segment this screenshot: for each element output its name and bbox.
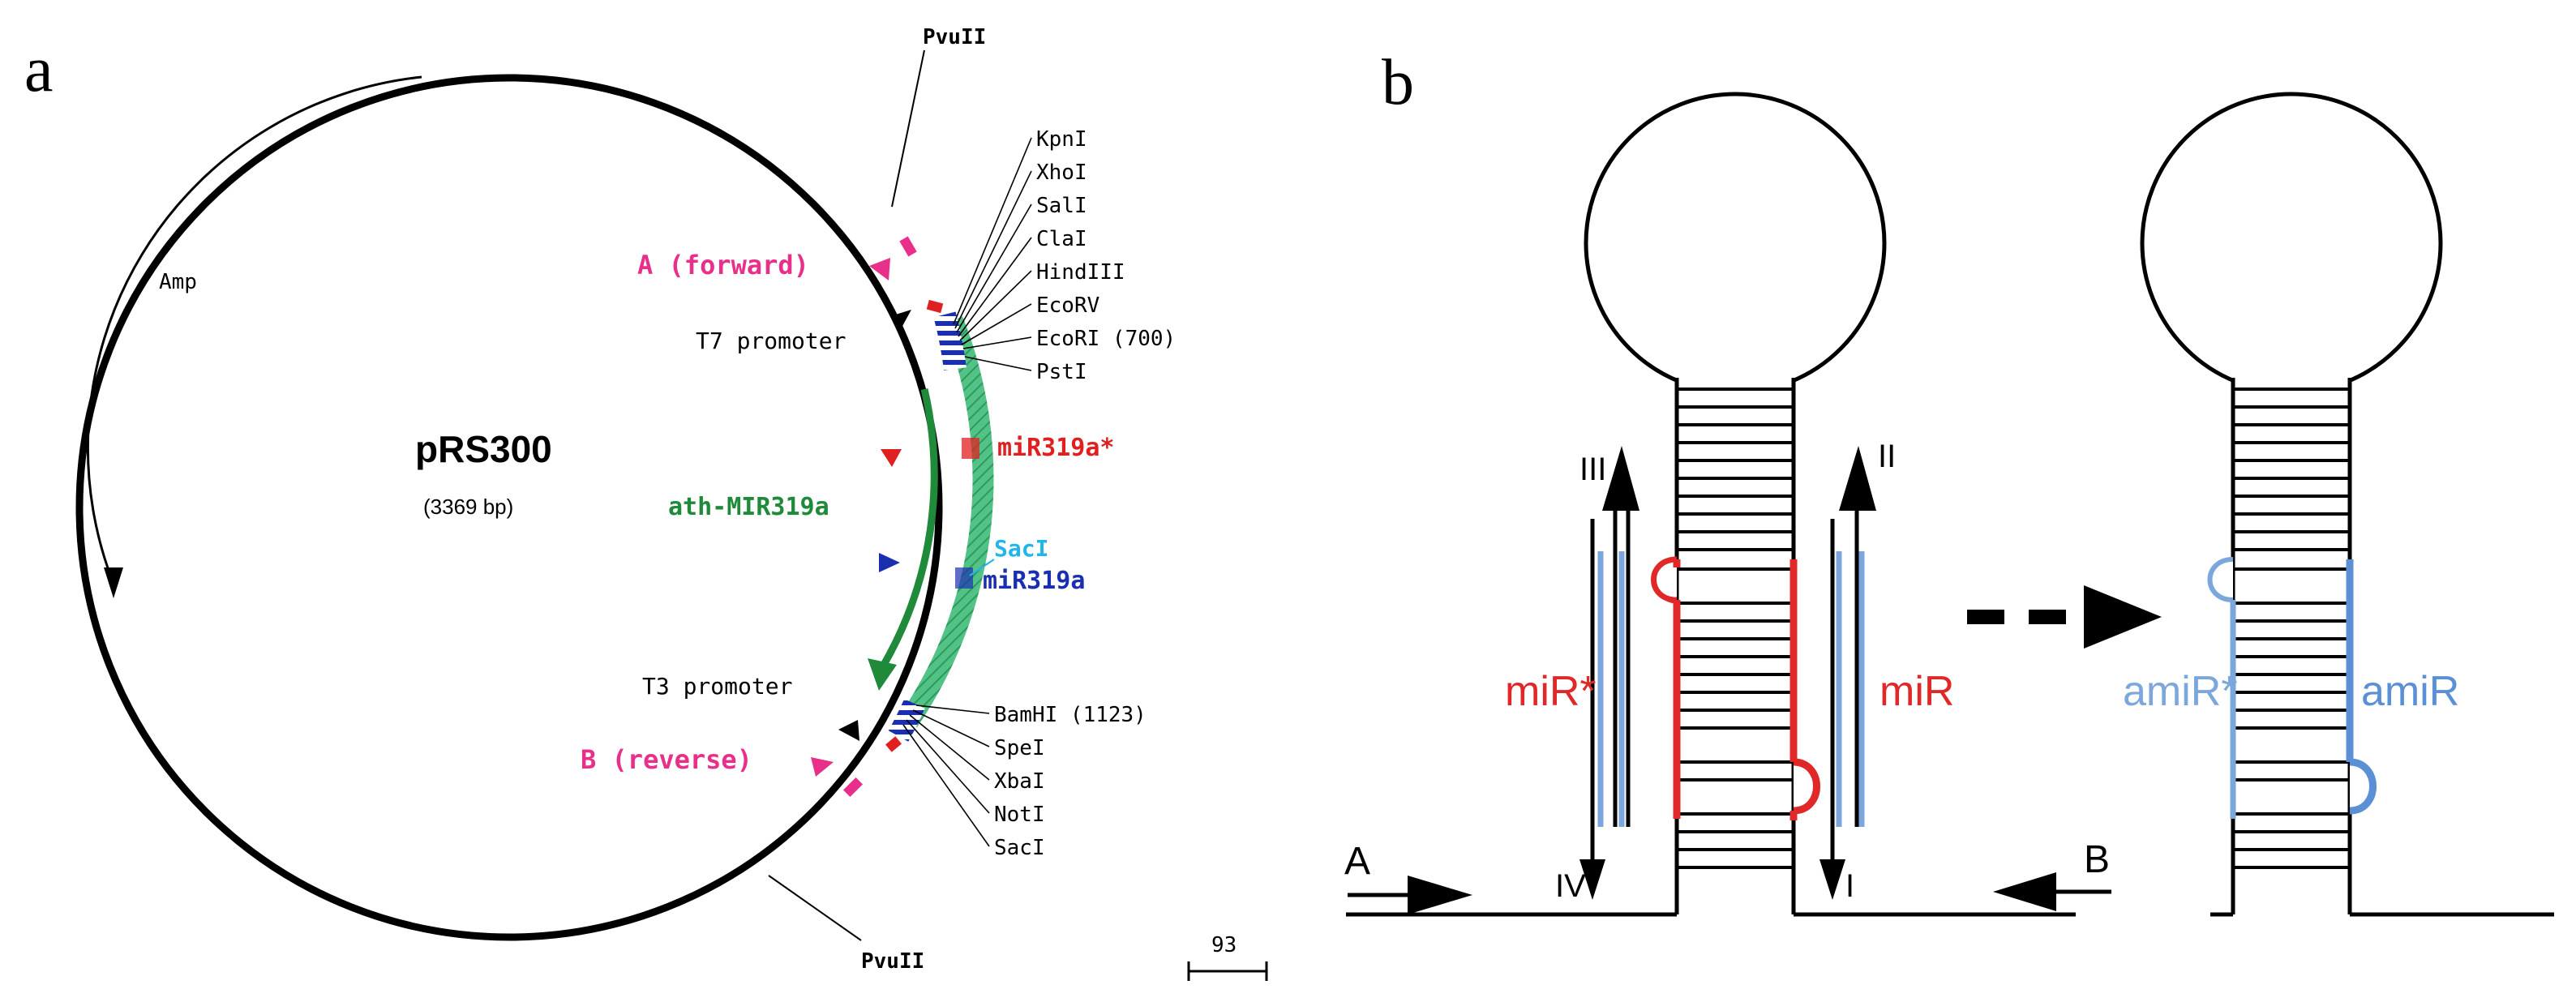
arrow-i-head xyxy=(1819,859,1845,900)
plasmid-backbone xyxy=(75,74,943,941)
t3-arrow xyxy=(838,720,859,741)
plasmid-name: pRS300 xyxy=(415,428,552,470)
mir319a-star-label: miR319a* xyxy=(997,434,1115,462)
scale-bar: 93 xyxy=(1187,933,1268,981)
scale-bar-value: 93 xyxy=(1211,933,1237,957)
mir319a-label: miR319a xyxy=(983,567,1085,595)
label-iv: IV xyxy=(1555,868,1586,904)
site-label: SpeI xyxy=(994,736,1045,760)
site-label: BamHI (1123) xyxy=(994,703,1147,727)
insert-region xyxy=(899,316,994,728)
primer-b-arrow xyxy=(811,757,834,777)
amp-arrowhead xyxy=(104,567,123,598)
site-label: XbaI xyxy=(994,769,1045,794)
precursor-label: ath-MIR319a xyxy=(668,493,829,521)
primer-a-mark xyxy=(899,236,917,257)
primer-a-arrow xyxy=(869,258,890,280)
pvuii-top-line xyxy=(891,49,925,208)
label-i: I xyxy=(1845,868,1854,904)
arrow-iii-head xyxy=(1602,446,1639,511)
primers: III II IV I A B xyxy=(1344,439,2111,914)
amir-label: amiR xyxy=(2361,668,2459,715)
mcs-top-block xyxy=(933,311,967,370)
base-pairs xyxy=(2233,388,2350,869)
pvuii-top-label: PvuII xyxy=(923,25,986,49)
sacI-inner-label: SacI xyxy=(994,535,1048,562)
mir-label: miR xyxy=(1879,668,1954,715)
primer-b-arrow-b xyxy=(1993,872,2056,911)
panel-b: b xyxy=(1344,47,2554,917)
t7-promoter-label: T7 promoter xyxy=(696,328,846,354)
sacI-inner-line xyxy=(969,559,995,576)
conversion-arrow xyxy=(1967,585,2162,649)
primer-a-label-b: A xyxy=(1344,840,1370,883)
site-label: NotI xyxy=(994,803,1045,827)
panel-a: a Amp pRS300 (3369 bp) PvuII PvuII xyxy=(24,25,1268,981)
mir319a-star-patch xyxy=(962,438,979,459)
loop xyxy=(2140,92,2443,395)
precursor-arrowhead xyxy=(868,658,897,691)
primer-b-mark xyxy=(842,777,864,798)
site-label: XhoI xyxy=(1036,161,1087,185)
site-label: EcoRI (700) xyxy=(1036,327,1176,351)
t3-promoter-label: T3 promoter xyxy=(642,673,792,700)
primer-a-arrow-b xyxy=(1408,876,1472,914)
mir-triangle xyxy=(879,553,900,572)
precursor-arc xyxy=(881,388,938,667)
amp-label: Amp xyxy=(159,270,197,294)
site-label: HindIII xyxy=(1036,260,1125,285)
mir-star-label: miR* xyxy=(1505,668,1597,715)
top-sites: KpnI XhoI SalI ClaI HindIII EcoRV EcoRI … xyxy=(953,127,1176,384)
primer-b-label: B (reverse) xyxy=(581,744,752,775)
arrow-iv-head xyxy=(1579,859,1605,900)
pvuii-bottom-label: PvuII xyxy=(861,949,924,974)
base-pairs xyxy=(1677,388,1794,869)
amir-star-label: amiR* xyxy=(2123,668,2238,715)
primer-b-label-b: B xyxy=(2084,838,2110,881)
t7-arrow xyxy=(890,310,911,328)
label-iii: III xyxy=(1579,452,1606,487)
site-label: PstI xyxy=(1036,360,1087,384)
panel-b-label: b xyxy=(1382,47,1414,118)
panel-a-label: a xyxy=(24,34,54,105)
mir-star-triangle xyxy=(881,449,902,467)
bottom-sites: BamHI (1123) SpeI XbaI NotI SacI xyxy=(902,703,1147,860)
site-label: SacI xyxy=(994,836,1045,860)
t3-red-mark xyxy=(885,736,902,752)
site-label: KpnI xyxy=(1036,127,1087,152)
label-ii: II xyxy=(1878,439,1896,474)
site-label: SalI xyxy=(1036,194,1087,218)
plasmid-size: (3369 bp) xyxy=(423,495,513,519)
pvuii-bottom-line xyxy=(768,875,862,941)
primer-a-label: A (forward) xyxy=(637,250,809,280)
t7-red-mark xyxy=(926,299,944,314)
amp-arc xyxy=(86,75,422,584)
mir319a-patch xyxy=(955,567,973,589)
arrow-ii-head xyxy=(1839,446,1876,511)
hairpin-right xyxy=(2140,92,2554,917)
loop xyxy=(1584,92,1887,395)
site-label: ClaI xyxy=(1036,227,1087,251)
hairpin-left xyxy=(1346,92,2076,917)
site-label: EcoRV xyxy=(1036,293,1099,318)
